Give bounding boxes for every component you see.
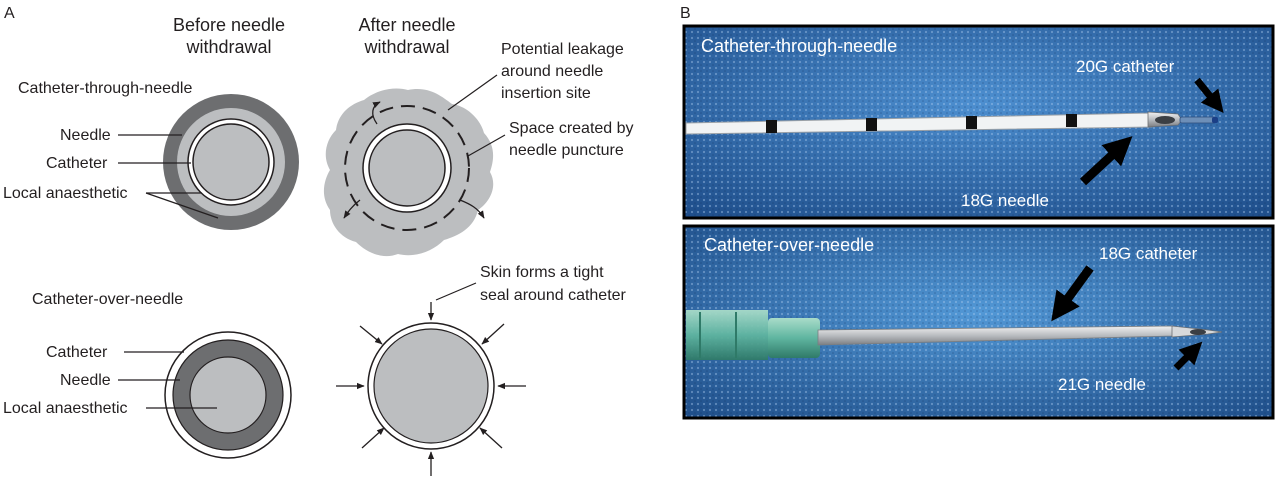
panel-a: A Before needle withdrawal After needle … [3,5,634,476]
ctn-photo-mark-1 [766,120,777,133]
ctn-catheter-label: Catheter [46,155,108,172]
col-after-line2: withdrawal [363,37,449,57]
arrow-18g-needle [1079,136,1133,186]
photo-ctn-frame [682,24,1275,220]
seal-arrow-top-left [359,325,383,345]
ctn-photo-catheter-tip [1179,116,1217,124]
con-after-diagram [336,302,526,476]
con-lumen [189,356,267,434]
panel-b-letter: B [680,5,691,22]
arrow-21g-needle [1173,341,1203,371]
label-21g-needle: 21G needle [1058,375,1146,394]
con-photo-hub-body [686,310,768,360]
arrow-18g-catheter [1051,265,1094,322]
con-catheter-label: Catheter [46,344,108,361]
ctn-after-diagram [323,88,494,257]
con-photo-hub-collar [768,318,820,358]
seal-arrow-bottom-left [361,427,385,449]
con-title: Catheter-over-needle [32,291,183,308]
leakage-label-1: Potential leakage [501,41,624,58]
panel-a-letter: A [4,5,15,22]
seal-arrow-top-right [481,323,505,345]
label-18g-needle: 18G needle [961,191,1049,210]
seal-arrow-bottom-right [479,427,503,449]
space-label-2: needle puncture [509,142,624,159]
photo-con [682,224,1275,420]
ctn-after-lumen [368,129,446,207]
photo-ctn [682,24,1275,220]
con-seal-lumen [373,328,489,444]
ctn-photo-needle-opening [1155,116,1175,124]
ctn-anaesthetic-label: Local anaesthetic [3,185,128,202]
leak-arrow-1 [372,101,381,125]
panel-b: B Catheter-through-needle 20G catheter 1… [680,5,1275,420]
ctn-photo-mark-4 [1066,114,1077,127]
arrow-20g-catheter [1194,77,1224,113]
photo-con-frame [682,224,1275,420]
ctn-photo-catheter-end [1212,117,1218,123]
seal-leader [435,282,477,301]
seal-label-1: Skin forms a tight [480,264,604,281]
leak-arrow-3 [459,199,485,219]
puncture-space [344,105,470,231]
leakage-leader [447,74,498,111]
ctn-photo-mark-3 [966,116,977,129]
label-20g-catheter: 20G catheter [1076,57,1175,76]
ctn-title: Catheter-through-needle [18,80,192,97]
ctn-before-diagram [163,94,299,230]
leakage-label-3: insertion site [501,85,591,102]
photo-con-title: Catheter-over-needle [704,235,874,255]
con-photo-needle-opening [1190,329,1206,335]
con-anaesthetic-label: Local anaesthetic [3,400,128,417]
label-18g-catheter: 18G catheter [1099,244,1198,263]
con-needle-label: Needle [60,372,111,389]
leakage-label-2: around needle [501,63,603,80]
photo-ctn-title: Catheter-through-needle [701,36,897,56]
col-before-line2: withdrawal [185,37,271,57]
con-before-diagram [164,331,292,459]
leak-arrow-2 [343,199,361,219]
ctn-needle-label: Needle [60,127,111,144]
space-leader [467,134,506,157]
ctn-anaesthetic-leader-2 [145,192,219,219]
col-before-line1: Before needle [173,15,285,35]
seal-label-2: seal around catheter [480,287,627,304]
ctn-photo-mark-2 [866,118,877,131]
ctn-lumen [192,123,270,201]
space-label-1: Space created by [509,120,634,137]
col-after-line1: After needle [358,15,455,35]
